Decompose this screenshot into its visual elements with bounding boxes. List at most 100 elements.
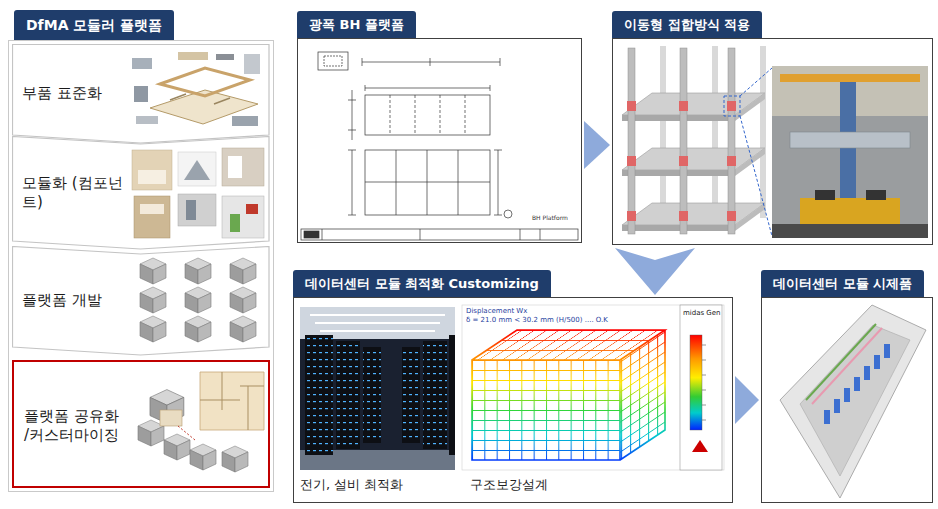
assembly-illustration [222,446,248,472]
room-thumbnails [186,200,196,220]
bh-drawing [365,85,490,91]
prototype-module [812,328,882,404]
bh-drawing [324,56,342,66]
structural-model [702,345,706,420]
chevron-outline [12,136,270,250]
room-thumbnails [132,150,172,190]
joint-frame [622,115,735,121]
assembly-illustration [138,372,264,472]
test-photo [866,190,886,200]
structural-model [690,335,702,430]
room-thumbnails [138,170,166,184]
bh-drawing [318,52,348,70]
image-caption: 전기, 설비 최적화 [300,477,403,493]
prototype-box: 데이터센터 모듈 시제품 [761,297,933,503]
module-cubes [140,258,166,284]
server-room-photo [363,347,381,443]
server-room-photo [300,307,455,339]
module-cubes [140,287,166,313]
prototype-module [806,324,876,400]
server-room-photo [300,307,455,470]
joint-frame [679,211,688,221]
joint-frame [622,225,735,231]
header-tab: 데이터센터 모듈 시제품 [761,270,924,297]
highlight-stage: 플랫폼 공유화 /커스터마이징 [12,360,270,488]
bh-drawing [362,58,500,66]
chevron-outline [13,45,270,144]
stage-label: 부품 표준화 [22,84,126,104]
room-thumbnails [132,148,264,238]
module-cubes [230,316,256,342]
parts-illustration [132,52,260,126]
stage-label: 모듈화 (컴포넌트) [22,174,126,213]
result-check: δ = 21.0 mm < 30.2 mm (H/500) .... O.K [466,316,608,324]
room-thumbnails [184,160,210,180]
module-cubes [185,258,211,284]
flow-arrow [735,376,759,424]
room-thumbnails [222,196,264,238]
server-room-photo [423,341,447,449]
test-photo [800,198,900,224]
prototype-module [844,388,850,402]
test-photo [790,132,910,148]
assembly-illustration [190,444,216,470]
module-cubes [185,316,211,342]
joint-frame [679,156,688,166]
joint-frame [760,46,766,218]
server-room-photo [402,347,420,443]
customizing-box: 데이터센터 모듈 최적화 Customizing [293,297,733,503]
image-caption: 구조보강설계 [470,477,548,493]
room-thumbnails [140,204,164,214]
prototype-module [854,377,860,391]
joint-box: 이동형 접합방식 적용 [612,38,933,245]
module-cubes [230,258,256,284]
prototype-module [884,344,890,358]
joint-frame [622,170,735,176]
assembly-illustration [200,372,264,430]
joint-frame [660,46,666,218]
parts-illustration [134,86,148,102]
structural-model [692,440,708,452]
header-tab: DfMA 모듈러 플랫폼 [14,10,174,40]
parts-illustration [170,94,230,104]
joint-frame [712,46,718,218]
joint-frame [679,101,688,111]
server-room-photo [336,341,360,449]
drawing-title: BH Platform [532,214,568,221]
flow-arrow [584,121,610,169]
server-room-photo [423,341,447,449]
room-thumbnails [222,148,264,186]
test-photo [780,74,920,82]
room-thumbnails [178,194,216,226]
joint-frame [727,211,736,221]
header-tab: 광폭 BH 플랫폼 [297,11,416,38]
room-thumbnails [246,204,258,214]
room-thumbnails [178,152,216,186]
joint-frame [628,48,635,234]
prototype-module [800,325,910,476]
stage-chevron: 부품 표준화 [12,44,270,144]
joint-frame [740,68,772,236]
software-name: midas Gen [683,309,721,317]
joint-frame [735,203,765,231]
prototype-module [780,305,926,498]
room-thumbnails [134,196,170,238]
chevron-outline [13,247,270,356]
bh-drawing [390,95,465,135]
stage-chevron: 모듈화 (컴포넌트) [12,136,270,250]
assembly-illustration [200,372,264,430]
bh-drawing [365,150,490,215]
prototype-module [864,366,870,380]
server-room-photo [402,347,420,443]
module-cubes [185,287,211,313]
module-cubes [140,258,256,342]
server-room-photo [363,347,381,443]
joint-frame [627,101,636,111]
joint-frame [680,48,687,234]
prototype-module [824,410,830,424]
stage-chevron: 플랫폼 개발 [12,246,270,356]
server-room-photo [310,315,445,331]
server-room-photo [449,335,455,455]
